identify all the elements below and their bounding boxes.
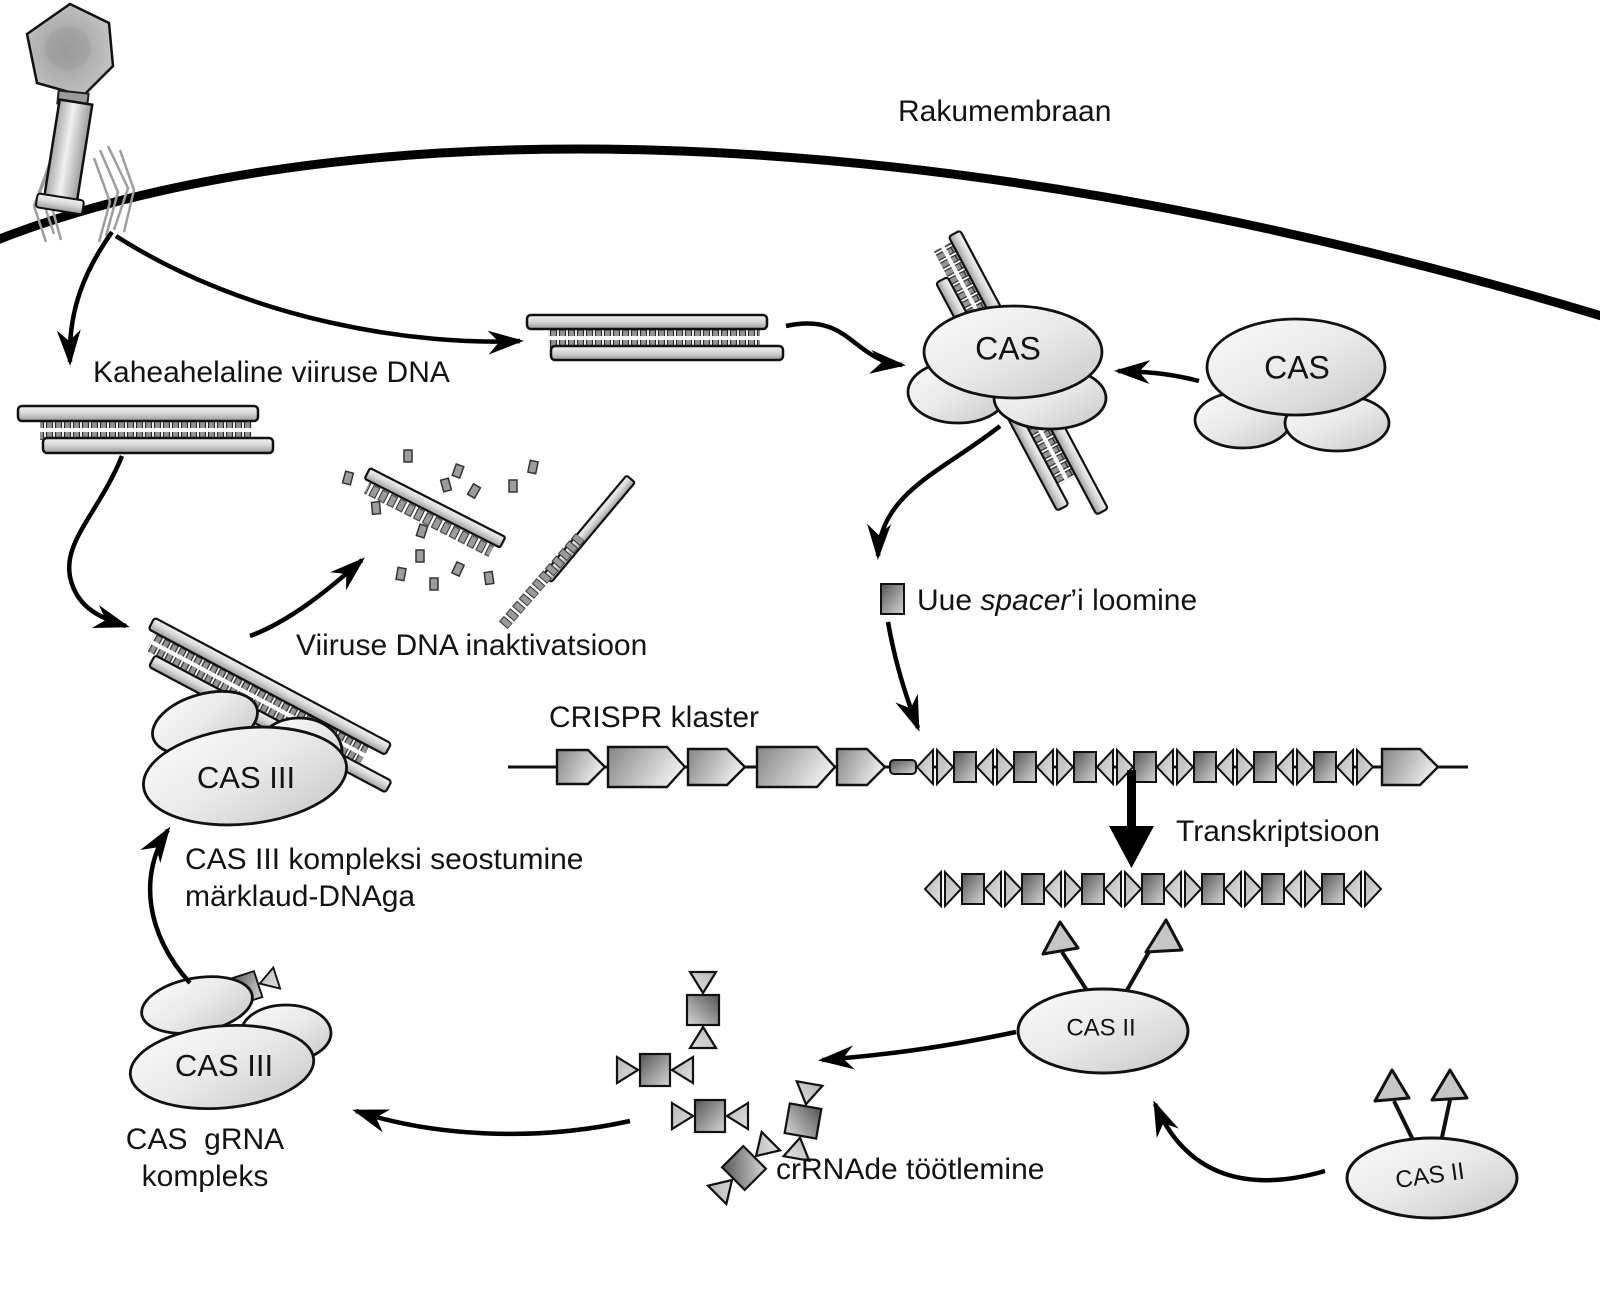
pre-crrna-transcript <box>924 871 1382 907</box>
broken-strand-with-teeth <box>363 467 506 558</box>
arrow-spacer-to-cluster <box>885 621 921 732</box>
crrna-processing-label: crRNAde töötlemine <box>776 1153 1045 1186</box>
spacer-label-post: ’i loomine <box>1070 584 1198 617</box>
spacer-creation-label: Uue spacer’i loomine <box>917 583 1197 620</box>
phage-head-core <box>45 27 91 69</box>
cas2-main-label: CAS II <box>1066 1014 1136 1042</box>
cas3-grna-label: CAS III <box>174 1048 274 1084</box>
degraded-dna-debris <box>341 449 636 630</box>
membrane-label: Rakumembraan <box>898 95 1112 128</box>
new-spacer-icon <box>880 583 905 615</box>
cas-gene-arrow <box>555 748 607 786</box>
cas3-binding-line2: märklaud-DNAga <box>185 879 416 913</box>
cell-membrane-line <box>0 144 1600 321</box>
dna-inactivation-label: Viiruse DNA inaktivatsioon <box>296 629 648 662</box>
viral-dna-label: Kaheahelaline viiruse DNA <box>93 356 450 389</box>
crispr-cluster-label: CRISPR klaster <box>549 701 760 734</box>
spacer-label-word: spacer <box>980 584 1071 617</box>
arrow-phage-to-injected-dna <box>114 234 524 355</box>
arrow-grna-to-cas3 <box>140 826 192 985</box>
cas-complex-blob <box>906 304 1108 431</box>
arrow-dna-to-cas3-complex <box>66 455 130 629</box>
cas2-main-blob <box>1016 918 1190 1075</box>
viral-dna-ladder <box>16 404 275 455</box>
cas-gene-arrow <box>1380 747 1440 787</box>
cas-complex-label: CAS <box>975 330 1041 367</box>
cas-gene-arrow <box>835 747 887 787</box>
transcription-arrow <box>1109 770 1154 868</box>
arrow-cas-to-spacer <box>867 424 1002 560</box>
transcription-label: Transkriptsioon <box>1176 815 1380 848</box>
crispr-cluster <box>508 745 1468 789</box>
bacteriophage-icon <box>25 2 136 243</box>
cas-free-blob <box>1193 317 1391 453</box>
cas-gene-arrow <box>606 745 687 789</box>
cas3-dna-blob <box>142 689 348 827</box>
cas3-binding-line1: CAS III kompleksi seostumine <box>185 843 584 876</box>
broken-strand-dotted <box>498 532 585 630</box>
cas-grna-line1: CAS gRNA <box>125 1123 285 1156</box>
leader-sequence <box>889 759 917 775</box>
injected-dna-ladder <box>525 313 785 362</box>
arrow-cas2-to-crrna <box>818 1029 1017 1070</box>
arrow-cas2free-to-cas2 <box>1152 1100 1326 1183</box>
spacer-label-pre: Uue <box>917 584 981 617</box>
cas3-dna-label: CAS III <box>196 760 296 796</box>
arrow-dna-to-cas <box>785 321 906 374</box>
arrow-phage-to-dna <box>56 230 114 366</box>
cas-free-label: CAS <box>1264 349 1330 386</box>
cas-gene-arrow <box>755 745 837 789</box>
cas-grna-complex-blob <box>128 964 333 1111</box>
cas-gene-arrow <box>686 747 747 787</box>
arrow-cas3-to-inactivation <box>249 557 365 639</box>
cas2-free-blob <box>1345 1068 1519 1220</box>
arrow-cas-to-complex <box>1114 360 1200 385</box>
phage-tail <box>34 98 94 216</box>
nucleotide-debris <box>341 449 540 591</box>
cas2-antenna-icon <box>1041 920 1080 956</box>
arrow-crrna-to-grna-complex <box>352 1108 631 1137</box>
cas2-antenna-icon <box>1373 1068 1411 1103</box>
cas2-antenna-icon <box>1430 1068 1469 1102</box>
cas-grna-line2: kompleks <box>141 1159 269 1193</box>
cas2-antenna-icon <box>1144 918 1184 954</box>
